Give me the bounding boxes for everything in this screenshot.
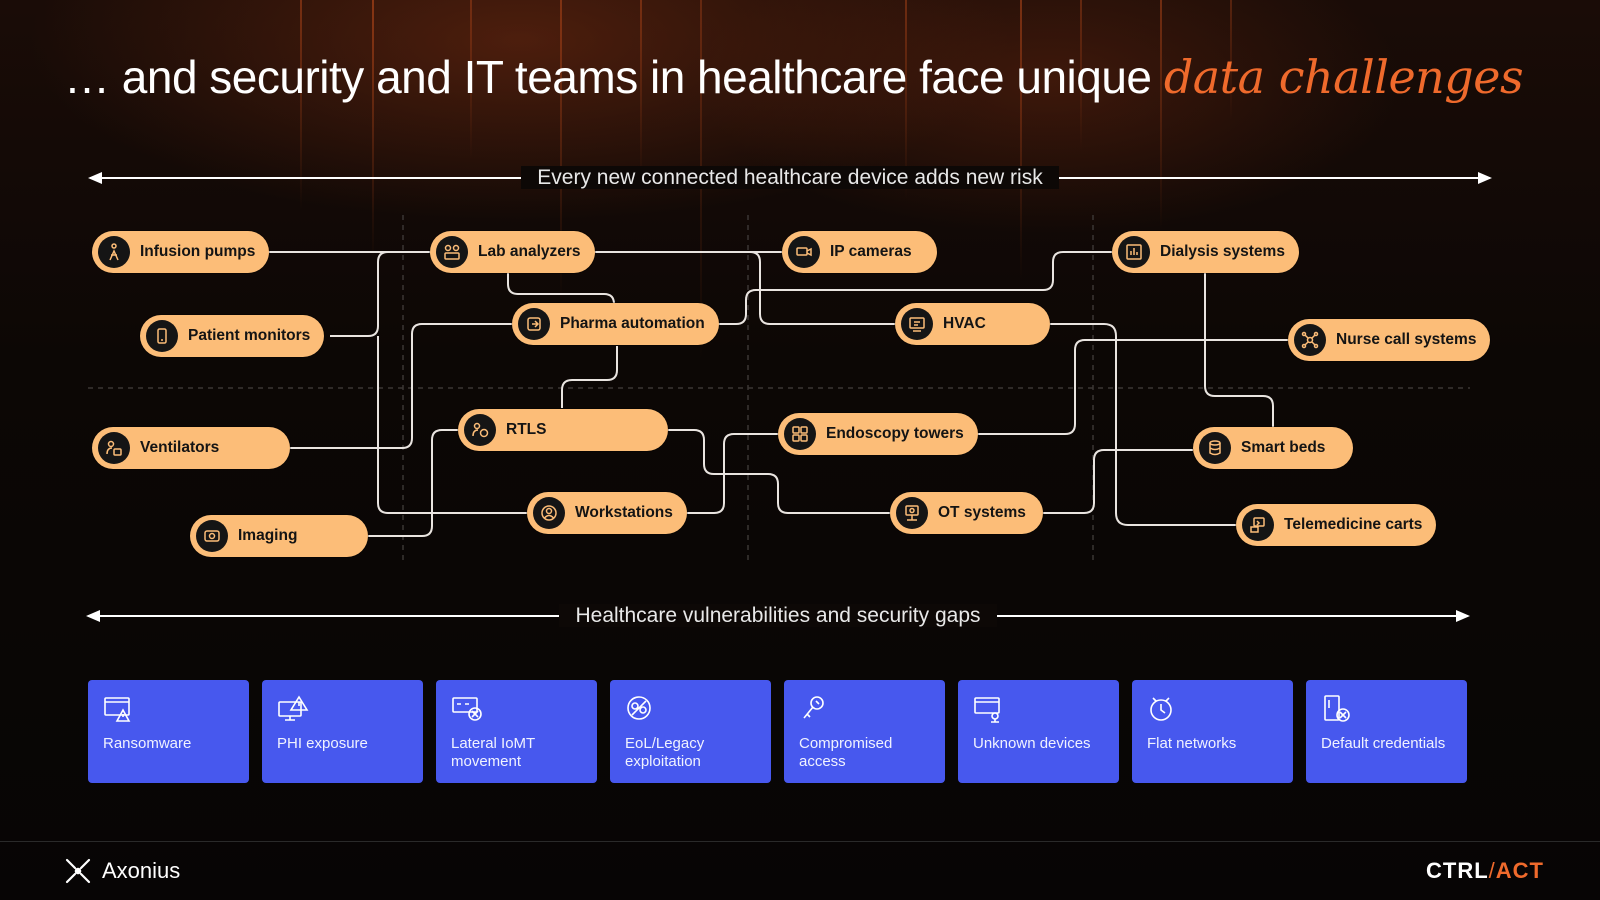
page-title: … and security and IT teams in healthcar… <box>64 50 1564 104</box>
device-label: Nurse call systems <box>1336 331 1477 348</box>
gap-card-unknown-devices: Unknown devices <box>958 680 1119 783</box>
workstation-icon <box>533 497 565 529</box>
device-label: Patient monitors <box>188 327 311 344</box>
device-label: Pharma automation <box>560 315 705 332</box>
lab-analyzer-icon <box>436 236 468 268</box>
camera-icon <box>788 236 820 268</box>
device-pill-workstations: Workstations <box>527 492 687 534</box>
device-pill-lab-analyzers: Lab analyzers <box>430 231 595 273</box>
gap-label: Flat networks <box>1147 735 1237 752</box>
top-axis: Every new connected healthcare device ad… <box>88 166 1492 189</box>
ventilator-icon <box>98 432 130 464</box>
device-pill-ot-systems: OT systems <box>890 492 1043 534</box>
device-label: Lab analyzers <box>478 243 581 260</box>
hvac-icon <box>901 308 933 340</box>
device-label: Imaging <box>238 527 298 544</box>
compromised-access-icon <box>803 696 824 719</box>
device-pill-nurse-call-systems: Nurse call systems <box>1288 319 1491 361</box>
gap-label: Unknown devices <box>973 735 1091 752</box>
device-pill-rtls: RTLS <box>458 409 668 451</box>
event-logo-right: ACT <box>1495 858 1544 883</box>
device-pill-infusion-pumps: Infusion pumps <box>92 231 270 273</box>
gap-card-flat-networks: Flat networks <box>1132 680 1293 783</box>
gap-label: Lateral IoMT movement <box>451 735 535 770</box>
arrow-left-icon <box>88 172 102 184</box>
database-icon <box>1199 432 1231 464</box>
event-logo-slash: / <box>1488 858 1496 883</box>
event-logo: CTRL/ACT <box>1426 858 1544 884</box>
arrow-right-icon <box>1456 610 1470 622</box>
device-label: Smart beds <box>1241 439 1326 456</box>
gap-card-lateral-iomt-movement: Lateral IoMT movement <box>436 680 597 783</box>
device-label: Infusion pumps <box>140 243 256 260</box>
device-label: IP cameras <box>830 243 912 260</box>
axonius-logo: Axonius <box>64 857 180 885</box>
infusion-pump-icon <box>98 236 130 268</box>
device-pill-hvac: HVAC <box>895 303 1050 345</box>
bottom-axis: Healthcare vulnerabilities and security … <box>86 604 1470 627</box>
arrow-left-icon <box>86 610 100 622</box>
device-label: OT systems <box>938 504 1026 521</box>
dialysis-icon <box>1118 236 1150 268</box>
gap-card-default-credentials: Default credentials <box>1306 680 1467 783</box>
gap-card-ransomware: Ransomware <box>88 680 249 783</box>
device-label: RTLS <box>506 421 547 438</box>
event-logo-left: CTRL <box>1426 858 1489 883</box>
page-title-main: … and security and IT teams in healthcar… <box>64 51 1152 103</box>
gap-label: Ransomware <box>103 735 192 752</box>
gap-card-eol-legacy-exploitation: EoL/Legacy exploitation <box>610 680 771 783</box>
device-pill-telemedicine-carts: Telemedicine carts <box>1236 504 1437 546</box>
page-title-accent: data challenges <box>1163 50 1524 104</box>
gap-label: Default credentials <box>1321 735 1446 752</box>
gap-label: Compromised access <box>799 735 893 770</box>
default-credentials-icon <box>1324 695 1350 722</box>
device-pill-smart-beds: Smart beds <box>1193 427 1353 469</box>
monitor-icon <box>146 320 178 352</box>
gap-card-phi-exposure: PHI exposure <box>262 680 423 783</box>
device-pill-endoscopy-towers: Endoscopy towers <box>778 413 978 455</box>
axonius-logo-icon <box>65 858 91 884</box>
device-pill-imaging: Imaging <box>190 515 368 557</box>
device-pill-patient-monitors: Patient monitors <box>140 315 325 357</box>
device-pill-dialysis-systems: Dialysis systems <box>1112 231 1299 273</box>
device-label: Dialysis systems <box>1160 243 1285 260</box>
device-pill-ip-cameras: IP cameras <box>782 231 937 273</box>
gap-card-compromised-access: Compromised access <box>784 680 945 783</box>
device-label: Ventilators <box>140 439 220 456</box>
endoscopy-icon <box>784 418 816 450</box>
footer-divider <box>0 841 1600 842</box>
top-axis-label: Every new connected healthcare device ad… <box>521 166 1059 189</box>
imaging-icon <box>196 520 228 552</box>
lateral-movement-icon <box>452 697 482 721</box>
location-tracking-icon <box>464 414 496 446</box>
device-pill-pharma-automation: Pharma automation <box>512 303 719 345</box>
device-label: HVAC <box>943 315 986 332</box>
ransomware-icon <box>104 697 131 722</box>
device-label: Endoscopy towers <box>826 425 964 442</box>
device-label: Workstations <box>575 504 673 521</box>
legacy-icon <box>627 696 651 720</box>
ot-system-icon <box>896 497 928 529</box>
phi-exposure-icon <box>278 695 309 721</box>
bottom-axis-label: Healthcare vulnerabilities and security … <box>559 604 997 627</box>
device-connections <box>88 215 1470 565</box>
unknown-devices-icon <box>974 697 1000 723</box>
flat-network-icon <box>1150 697 1172 721</box>
device-label: Telemedicine carts <box>1284 516 1423 533</box>
gap-label: EoL/Legacy exploitation <box>625 735 705 770</box>
gap-label: PHI exposure <box>277 735 368 752</box>
nurse-call-icon <box>1294 324 1326 356</box>
device-pill-ventilators: Ventilators <box>92 427 290 469</box>
arrow-right-icon <box>1478 172 1492 184</box>
pharma-icon <box>518 308 550 340</box>
telemedicine-icon <box>1242 509 1274 541</box>
brand-name: Axonius <box>102 858 181 883</box>
